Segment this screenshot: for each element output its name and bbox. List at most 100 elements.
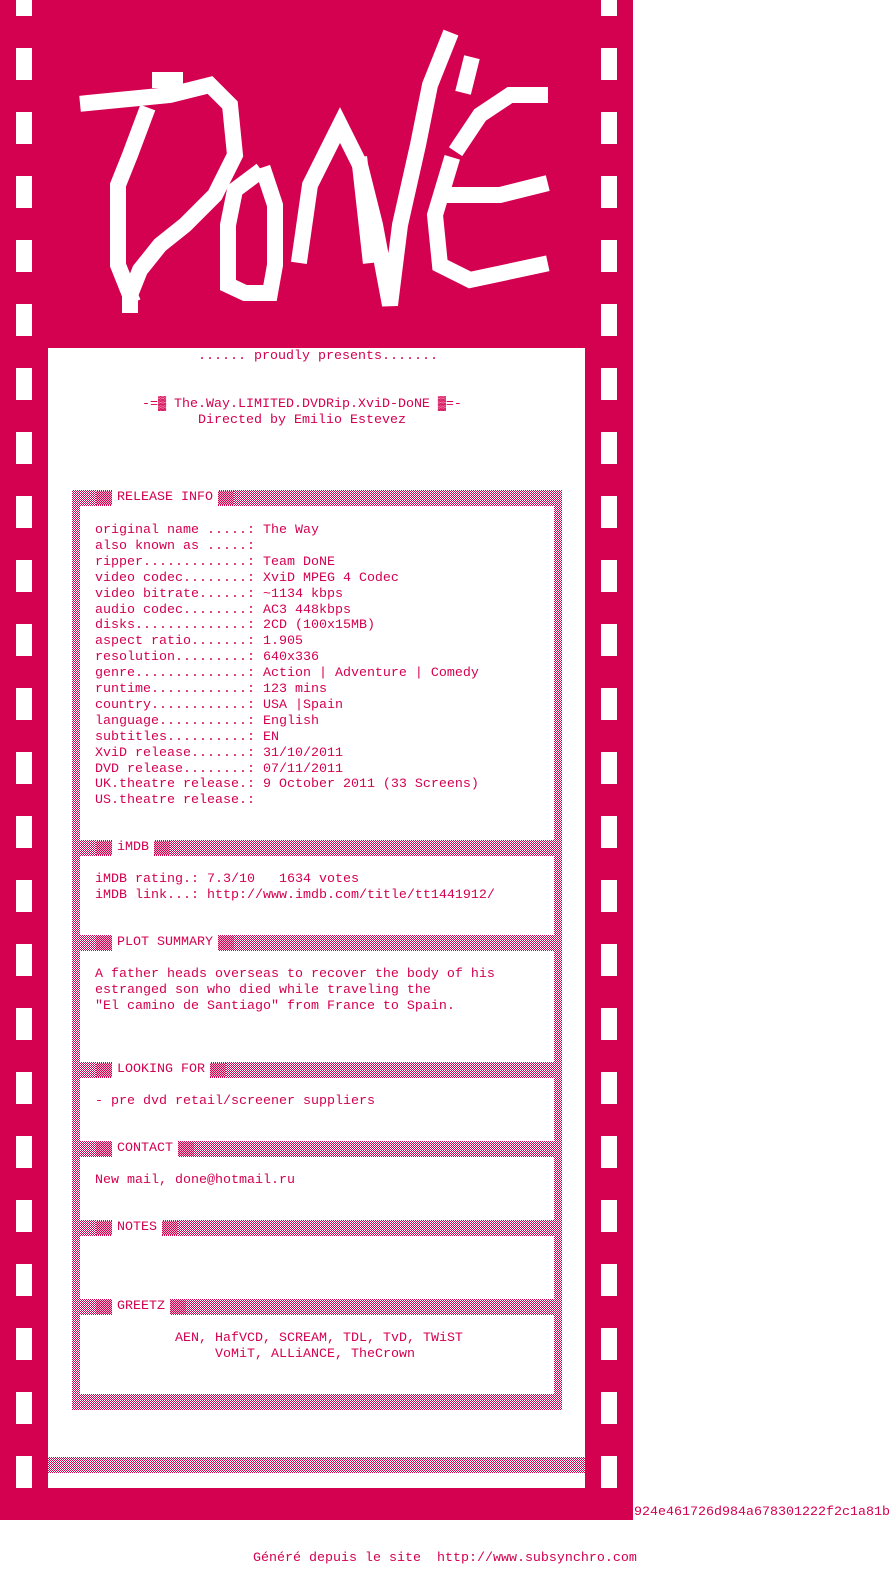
info-line: estranged son who died while traveling t…	[95, 982, 431, 998]
sprocket-hole	[601, 176, 617, 208]
sprocket-hole	[16, 560, 32, 592]
sprocket-hole	[601, 496, 617, 528]
director: Directed by Emilio Estevez	[198, 413, 406, 428]
info-line: ripper.............: Team DoNE	[95, 554, 335, 570]
info-line: resolution.........: 640x336	[95, 650, 319, 666]
section-imdb	[80, 856, 554, 935]
block-icon	[96, 841, 112, 855]
section-title: GREETZ	[112, 1299, 170, 1315]
sprocket-hole	[601, 688, 617, 720]
release-frame: RELEASE INFO iMDB PLOT SUMMARY LOOKING FOR C…	[72, 490, 562, 1410]
block-icon	[96, 491, 112, 505]
sprocket-hole	[16, 752, 32, 784]
sprocket-hole	[16, 1136, 32, 1168]
info-line: genre..............: Action | Adventure …	[95, 666, 479, 682]
sprocket-hole	[16, 240, 32, 272]
sprocket-hole	[16, 1008, 32, 1040]
section-title: iMDB	[112, 840, 154, 856]
sprocket-hole	[601, 560, 617, 592]
bottom-divider	[48, 1457, 585, 1473]
section-title: LOOKING FOR	[112, 1062, 210, 1078]
info-line: A father heads overseas to recover the b…	[95, 967, 495, 982]
info-line: DVD release........: 07/11/2011	[95, 761, 343, 777]
sprocket-hole	[16, 1328, 32, 1360]
section-notes	[80, 1236, 554, 1299]
info-line: aspect ratio.......: 1.905	[95, 634, 303, 650]
proudly-presents: ...... proudly presents.......	[198, 349, 438, 364]
section-title: RELEASE INFO	[112, 490, 218, 506]
sprocket-hole	[16, 304, 32, 336]
sprocket-hole	[601, 0, 617, 16]
block-icon	[209, 1063, 226, 1077]
sprocket-hole	[16, 816, 32, 848]
sprocket-hole	[601, 304, 617, 336]
sprocket-hole	[601, 432, 617, 464]
info-line[interactable]: iMDB link...: http://www.imdb.com/title/…	[95, 887, 495, 903]
sprocket-hole	[601, 1264, 617, 1296]
section-title: CONTACT	[112, 1141, 178, 1157]
block-icon	[96, 1221, 112, 1235]
info-line: New mail, done@hotmail.ru	[95, 1173, 295, 1188]
sprocket-hole	[601, 368, 617, 400]
info-line: original name .....: The Way	[95, 523, 319, 538]
sprocket-hole	[601, 752, 617, 784]
block-icon	[96, 936, 112, 950]
sprocket-hole	[16, 432, 32, 464]
block-icon	[178, 1142, 194, 1156]
sprocket-hole	[16, 688, 32, 720]
info-line: "El camino de Santiago" from France to S…	[95, 998, 455, 1014]
hash-text: 924e461726d984a678301222f2c1a81b	[634, 1505, 890, 1520]
sprocket-hole	[601, 1456, 617, 1488]
info-line: audio codec........: AC3 448kbps	[95, 602, 351, 618]
info-line: video codec........: XviD MPEG 4 Codec	[95, 570, 399, 586]
sprocket-hole	[601, 48, 617, 80]
info-line: runtime............: 123 mins	[95, 682, 327, 697]
sprocket-hole	[16, 368, 32, 400]
sprocket-hole	[16, 48, 32, 80]
info-line: iMDB rating.: 7.3/10 1634 votes	[95, 872, 359, 887]
block-icon	[154, 841, 170, 855]
sprocket-hole	[601, 1392, 617, 1424]
sprocket-hole	[601, 1136, 617, 1168]
info-line: subtitles..........: EN	[95, 729, 279, 745]
section-looking-for	[80, 1078, 554, 1141]
section-title: PLOT SUMMARY	[112, 935, 218, 951]
section-greetz	[80, 1315, 554, 1394]
sprocket-hole	[16, 0, 32, 16]
sprocket-hole	[16, 176, 32, 208]
info-line: XviD release.......: 31/10/2011	[95, 745, 343, 761]
block-icon	[170, 1300, 186, 1314]
info-line: US.theatre release.:	[95, 793, 255, 809]
info-line: also known as .....:	[95, 538, 255, 554]
section-release-info	[80, 506, 554, 840]
sprocket-hole	[601, 1008, 617, 1040]
sprocket-hole	[601, 816, 617, 848]
release-name: -=▓ The.Way.LIMITED.DVDRip.XviD-DoNE ▓=-	[142, 397, 462, 412]
block-icon	[217, 936, 234, 950]
info-line: language...........: English	[95, 713, 319, 729]
block-icon	[96, 1063, 112, 1077]
info-line: VoMiT, ALLiANCE, TheCrown	[215, 1346, 415, 1362]
info-line: video bitrate......: ~1134 kbps	[95, 586, 343, 602]
footer-link[interactable]: Généré depuis le site http://www.subsync…	[253, 1551, 637, 1566]
sprocket-hole	[16, 1392, 32, 1424]
done-logo	[79, 29, 550, 313]
sprocket-hole	[16, 1072, 32, 1104]
sprocket-hole	[16, 1264, 32, 1296]
block-icon	[162, 1221, 178, 1235]
sprocket-hole	[16, 1456, 32, 1488]
info-line: - pre dvd retail/screener suppliers	[95, 1094, 375, 1109]
sprocket-hole	[16, 944, 32, 976]
section-title: NOTES	[112, 1220, 162, 1236]
sprocket-hole	[601, 944, 617, 976]
info-line: AEN, HafVCD, SCREAM, TDL, TvD, TWiST	[175, 1331, 463, 1346]
sprocket-hole	[601, 1072, 617, 1104]
block-icon	[96, 1300, 112, 1314]
info-line: country............: USA |Spain	[95, 697, 343, 713]
sprocket-hole	[601, 1200, 617, 1232]
sprocket-hole	[601, 624, 617, 656]
sprocket-hole	[601, 880, 617, 912]
section-plot	[80, 951, 554, 1062]
info-line: UK.theatre release.: 9 October 2011 (33 …	[95, 777, 479, 793]
sprocket-hole	[16, 496, 32, 528]
